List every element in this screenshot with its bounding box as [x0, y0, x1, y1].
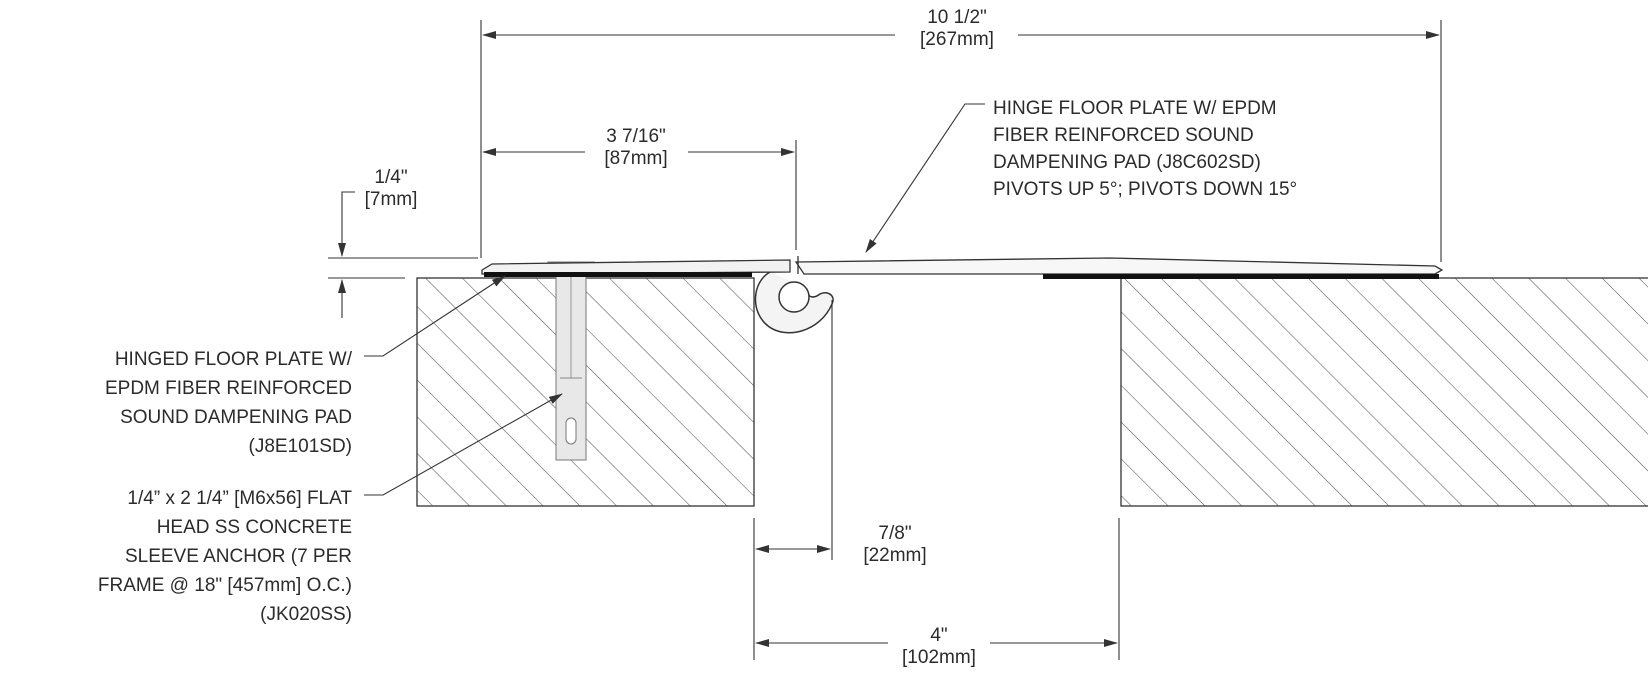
hinged-plate-line-4: (J8E101SD) [248, 436, 353, 457]
anchor-line-3: SLEEVE ANCHOR (7 PER [124, 546, 352, 567]
hinged-plate-callout: HINGED FLOOR PLATE W/ EPDM FIBER REINFOR… [0, 345, 352, 461]
hinge-plate-line-4: PIVOTS UP 5°; PIVOTS DOWN 15° [993, 179, 1298, 200]
joint-width-label: 4" [102mm] [884, 625, 994, 669]
hinge-plate-line-3: DAMPENING PAD (J8C602SD) [993, 152, 1261, 173]
anchor-callout: 1/4” x 2 1/4” [M6x56] FLAT HEAD SS CONCR… [0, 484, 352, 629]
hinged-plate-line-1: HINGED FLOOR PLATE W/ [114, 349, 352, 370]
overall-width-imperial: 10 1/2" [927, 7, 987, 28]
hinge-offset-imperial: 7/8" [878, 523, 912, 544]
plate-thickness-imperial: 1/4" [374, 167, 408, 188]
right-floor-plate [794, 256, 1444, 279]
anchor-line-2: HEAD SS CONCRETE [156, 517, 352, 538]
hinged-plate-line-3: SOUND DAMPENING PAD [120, 407, 352, 428]
overall-width-label: 10 1/2" [267mm] [896, 7, 1018, 51]
plate-thickness-label: 1/4" [7mm] [356, 167, 426, 211]
plate-half-width-imperial: 3 7/16" [606, 126, 666, 147]
hinge-offset-metric: [22mm] [863, 545, 927, 566]
joint-width-dimension [755, 518, 1120, 660]
plate-thickness-metric: [7mm] [364, 189, 418, 210]
plate-half-width-label: 3 7/16" [87mm] [584, 126, 688, 170]
anchor-line-1: 1/4” x 2 1/4” [M6x56] FLAT [127, 488, 352, 509]
overall-width-metric: [267mm] [920, 29, 994, 50]
hinged-plate-leader [364, 275, 506, 357]
hinge-plate-line-2: FIBER REINFORCED SOUND [993, 125, 1254, 146]
hinge-knuckle [754, 271, 834, 334]
hinge-plate-line-1: HINGE FLOOR PLATE W/ EPDM [993, 98, 1277, 119]
anchor-line-5: (JK020SS) [260, 604, 352, 625]
anchor-leader [364, 393, 563, 496]
joint-width-imperial: 4" [930, 625, 948, 646]
hinge-plate-callout: HINGE FLOOR PLATE W/ EPDM FIBER REINFORC… [993, 95, 1297, 203]
plate-half-width-dimension [482, 140, 797, 250]
overall-width-dimension [480, 20, 1442, 262]
joint-width-metric: [102mm] [902, 647, 976, 668]
hinge-offset-dimension [753, 300, 833, 660]
anchor-line-4: FRAME @ 18" [457mm] O.C.) [97, 575, 352, 596]
hinge-plate-leader [865, 103, 985, 253]
plate-thickness-dimension [328, 191, 478, 318]
left-floor-plate [481, 259, 791, 277]
hinged-plate-line-2: EPDM FIBER REINFORCED [104, 378, 352, 399]
plate-half-width-metric: [87mm] [604, 148, 668, 169]
right-concrete-slab [1120, 277, 1648, 507]
hinge-offset-label: 7/8" [22mm] [855, 523, 935, 567]
